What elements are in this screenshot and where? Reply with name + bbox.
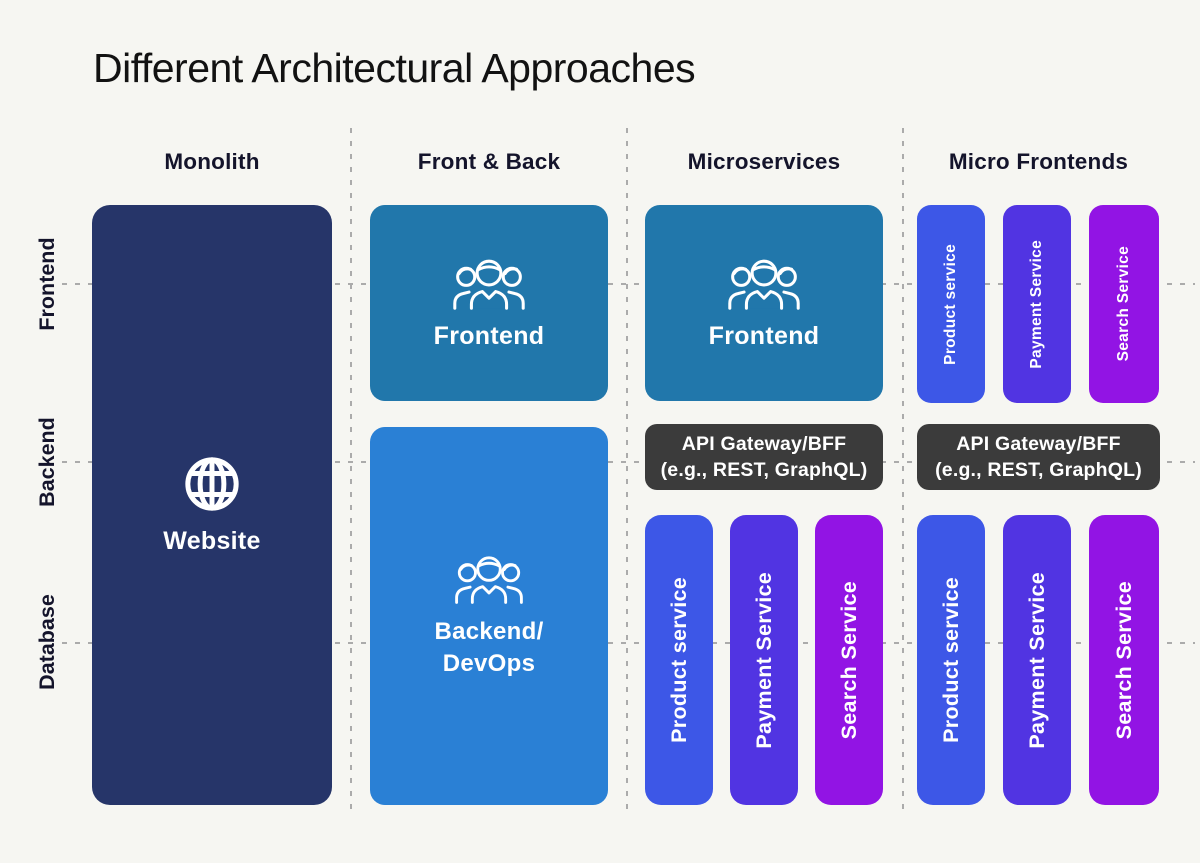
front-back-backend-label: Backend/ DevOps: [434, 616, 543, 679]
column-divider-3: [902, 128, 904, 810]
micro-frontends-bottom-payment-label: Payment Service: [1024, 571, 1049, 749]
backend-label-line2: DevOps: [442, 650, 536, 677]
team-icon: [451, 255, 527, 312]
micro-frontends-top-search-label: Search Service: [1115, 246, 1132, 362]
row-label-frontend: Frontend: [35, 237, 59, 331]
micro-frontends-bottom-product-label: Product service: [938, 577, 963, 743]
microservices-product-service-label: Product service: [666, 577, 691, 743]
api-gateway-line2: (e.g., REST, GraphQL): [935, 459, 1142, 481]
micro-frontends-top-product-label: Product service: [942, 243, 959, 365]
row-label-backend: Backend: [35, 417, 59, 507]
team-icon: [453, 552, 525, 606]
column-header-microservices: Microservices: [687, 149, 841, 174]
micro-frontends-top-product-pill: Product service: [917, 205, 985, 403]
microservices-api-gateway-box: API Gateway/BFF (e.g., REST, GraphQL): [645, 424, 883, 490]
micro-frontends-bottom-search-label: Search Service: [1111, 580, 1136, 740]
micro-frontends-top-payment-label: Payment Service: [1028, 239, 1045, 369]
microservices-search-service-label: Search Service: [836, 580, 861, 740]
api-gateway-line2: (e.g., REST, GraphQL): [660, 459, 868, 481]
row-guide-backend: [62, 461, 1195, 463]
front-back-frontend-box: Frontend: [370, 205, 608, 401]
micro-frontends-bottom-payment-pill: Payment Service: [1003, 515, 1071, 805]
microservices-payment-service-pill: Payment Service: [730, 515, 798, 805]
micro-frontends-top-search-pill: Search Service: [1089, 205, 1159, 403]
column-header-micro-frontends: Micro Frontends: [948, 149, 1129, 174]
micro-frontends-top-payment-pill: Payment Service: [1003, 205, 1071, 403]
micro-frontends-api-gateway-box: API Gateway/BFF (e.g., REST, GraphQL): [917, 424, 1160, 490]
backend-label-line1: Backend/: [434, 618, 544, 646]
front-back-backend-box: Backend/ DevOps: [370, 427, 608, 805]
row-label-database: Database: [35, 594, 59, 690]
api-gateway-line1: API Gateway/BFF: [956, 432, 1121, 455]
monolith-website-box: Website: [92, 205, 332, 805]
microservices-frontend-box: Frontend: [645, 205, 883, 401]
column-header-front-back: Front & Back: [417, 149, 561, 174]
globe-icon: [183, 455, 241, 513]
monolith-website-label: Website: [163, 526, 261, 555]
front-back-frontend-label: Frontend: [433, 322, 545, 350]
row-guide-database: [62, 642, 1195, 644]
microservices-product-service-pill: Product service: [645, 515, 713, 805]
api-gateway-line1: API Gateway/BFF: [681, 432, 847, 455]
column-divider-2: [626, 128, 628, 810]
microservices-search-service-pill: Search Service: [815, 515, 883, 805]
team-icon: [726, 255, 802, 312]
micro-frontends-bottom-search-pill: Search Service: [1089, 515, 1159, 805]
column-divider-1: [350, 128, 352, 810]
row-guide-frontend: [62, 283, 1195, 285]
microservices-frontend-label: Frontend: [708, 322, 820, 350]
column-header-monolith: Monolith: [164, 149, 260, 174]
micro-frontends-bottom-product-pill: Product service: [917, 515, 985, 805]
microservices-payment-service-label: Payment Service: [751, 571, 776, 749]
page-title: Different Architectural Approaches: [93, 45, 696, 91]
